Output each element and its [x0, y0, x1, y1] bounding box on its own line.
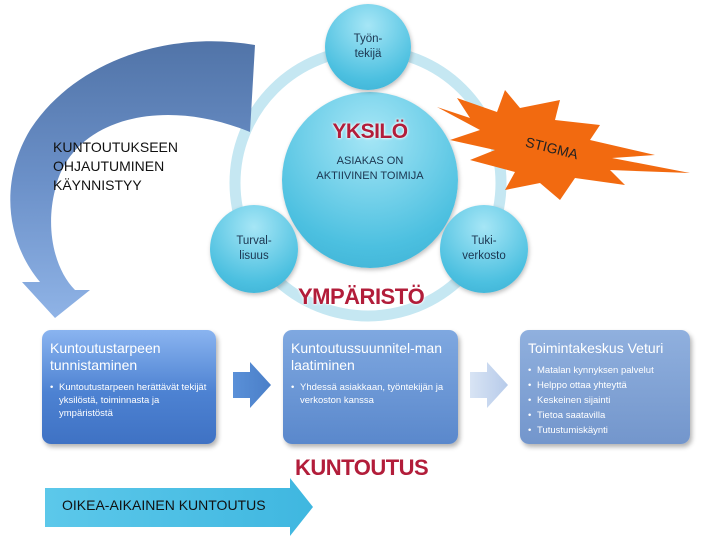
node-label: verkosto	[462, 250, 506, 262]
step-title: Kuntoutussuunnitel-man laatiminen	[291, 340, 442, 373]
center-text: ASIAKAS ON AKTIIVINEN TOIMIJA	[316, 155, 424, 182]
center-circle: YKSILÖ ASIAKAS ON AKTIIVINEN TOIMIJA	[282, 92, 458, 268]
step-1-box: Kuntoutustarpeen tunnistaminen Kuntoutus…	[42, 330, 216, 444]
step-bullet: Yhdessä asiakkaan, työntekijän ja verkos…	[291, 381, 450, 407]
process-label: KUNTOUTUS	[295, 455, 429, 480]
step-2-box: Kuntoutussuunnitel-man laatiminen Yhdess…	[283, 330, 458, 444]
node-label: Turval-	[236, 235, 272, 247]
node-tyontekija: Työn-tekijä	[325, 4, 411, 90]
step-bullet: Matalan kynnyksen palvelut	[528, 364, 682, 377]
step-3-box: Toimintakeskus Veturi Matalan kynnyksen …	[520, 330, 690, 444]
step-title: Toimintakeskus Veturi	[528, 340, 664, 356]
node-turvallisuus: Turval-lisuus	[210, 205, 298, 293]
node-label: Tuki-	[471, 235, 497, 247]
curved-arrow	[10, 41, 255, 318]
step-bullet: Tutustumiskäynti	[528, 424, 682, 437]
step-bullet: Helppo ottaa yhteyttä	[528, 379, 682, 392]
ring-label: YMPÄRISTÖ	[298, 284, 425, 309]
step-arrow-1	[233, 362, 271, 408]
stigma-burst	[437, 90, 690, 200]
center-title: YKSILÖ	[332, 120, 408, 143]
node-label: tekijä	[354, 48, 382, 60]
node-label: lisuus	[239, 250, 269, 262]
step-bullet: Keskeinen sijainti	[528, 394, 682, 407]
step-title: Kuntoutustarpeen tunnistaminen	[50, 340, 161, 373]
curved-arrow-text: KUNTOUTUKSEEN OHJAUTUMINEN KÄYNNISTYY	[53, 138, 178, 195]
curved-arrow-line: KUNTOUTUKSEEN	[53, 139, 178, 155]
curved-arrow-line: OHJAUTUMINEN	[53, 158, 165, 174]
curved-arrow-line: KÄYNNISTYY	[53, 177, 142, 193]
bottom-arrow-shape	[45, 478, 313, 536]
node-tukiverkosto: Tuki-verkosto	[440, 205, 528, 293]
step-bullet: Tietoa saatavilla	[528, 409, 682, 422]
step-bullet: Kuntoutustarpeen herättävät tekijät yksi…	[50, 381, 208, 420]
step-arrow-2	[470, 362, 508, 408]
bottom-arrow-label: OIKEA-AIKAINEN KUNTOUTUS	[62, 497, 266, 513]
node-label: Työn-	[353, 33, 383, 45]
